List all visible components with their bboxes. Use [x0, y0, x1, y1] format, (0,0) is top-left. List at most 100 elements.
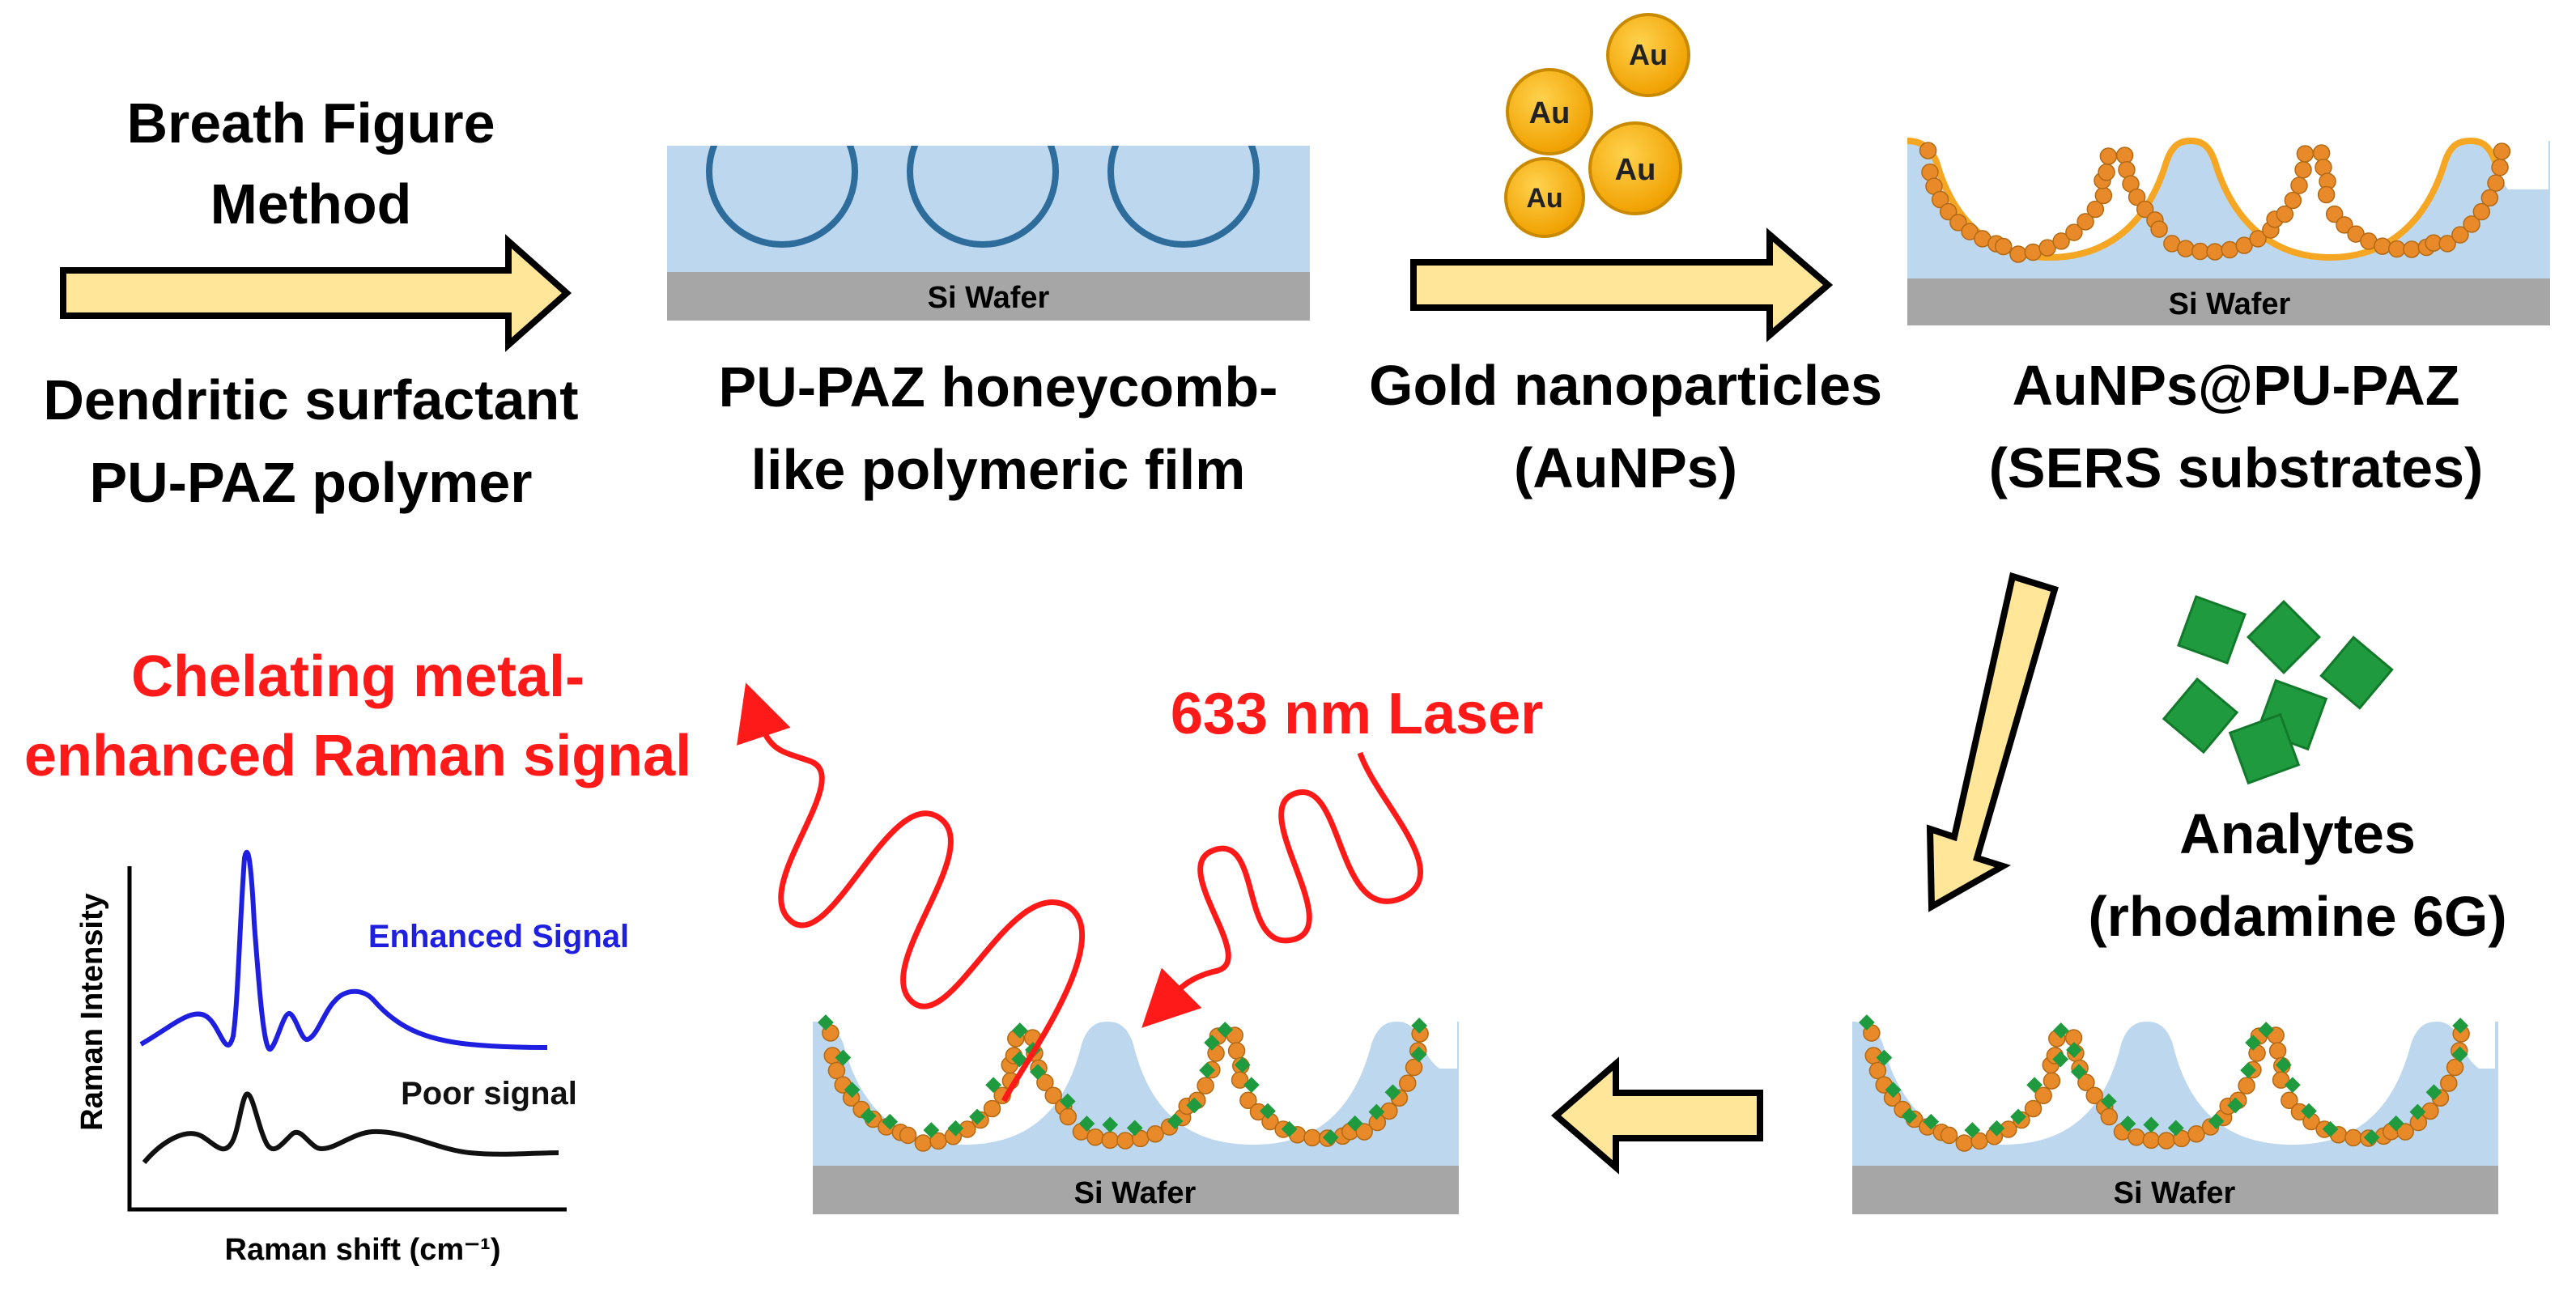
- gold-nanoparticle-dot: [2235, 236, 2253, 254]
- poor-signal-curve: [142, 1091, 559, 1164]
- gold-nanoparticle-dot: [2142, 1131, 2160, 1150]
- gold-nanoparticle-dot: [2024, 1099, 2043, 1118]
- analyte-molecule: [2228, 712, 2301, 785]
- au-label: Au: [1529, 96, 1571, 130]
- gold-nanoparticle-dot: [2290, 176, 2308, 194]
- film-caption-line1: PU-PAZ honeycomb-: [719, 355, 1278, 419]
- substrate-film: [813, 1022, 1459, 1166]
- incident-laser-wave: [1141, 751, 1423, 1028]
- analyte-dot: [860, 1107, 877, 1124]
- gold-nanoparticle-dot: [2128, 188, 2146, 206]
- gold-nanoparticle-dot: [1231, 1071, 1249, 1089]
- gold-nanoparticle: Au: [1588, 121, 1682, 215]
- gold-nanoparticle-dot: [1036, 1073, 1054, 1091]
- analyte-dot: [1011, 1022, 1028, 1039]
- poor-signal-label: Poor signal: [401, 1076, 577, 1111]
- analyte-dot: [844, 1082, 861, 1099]
- gold-nanoparticle-dot: [1059, 1107, 1078, 1126]
- enhanced-signal-curve: [139, 849, 548, 1052]
- gold-nanoparticle-dot: [2451, 226, 2469, 244]
- gold-nanoparticle-dot: [2317, 185, 2336, 204]
- analyte-layer: [817, 1014, 1428, 1145]
- gold-nanoparticle-dot: [2249, 230, 2267, 248]
- gold-caption-line1: Gold nanoparticles: [1369, 354, 1882, 417]
- substrate-film: [1852, 1022, 2498, 1166]
- gold-nanoparticle-dot: [2440, 1074, 2458, 1092]
- analyte-layer: [1858, 1014, 2469, 1145]
- analyte-dot: [2071, 1064, 2087, 1081]
- gold-nanoparticle-dot: [2043, 1072, 2061, 1090]
- gold-nanoparticle-dot: [2276, 205, 2294, 223]
- analyte-dot: [1384, 1084, 1401, 1101]
- analyte-dot: [1988, 1120, 2005, 1137]
- gold-nanoparticle-dot: [1146, 1124, 1164, 1143]
- au-label: Au: [1526, 183, 1562, 214]
- analyte-dot: [1204, 1035, 1220, 1051]
- gold-nanoparticle-dot: [1931, 190, 1949, 209]
- analyte-dot: [2409, 1103, 2426, 1120]
- signal-caption-line2: enhanced Raman signal: [24, 724, 691, 788]
- gold-nanoparticle: Au: [1504, 157, 1585, 238]
- gold-nanoparticle-dot: [1994, 237, 2013, 256]
- gold-caption-line2: (AuNPs): [1514, 436, 1737, 499]
- polymer-film: [667, 146, 1310, 272]
- gold-nanoparticle-dot: [2177, 240, 2195, 257]
- gold-nanoparticle-dot: [1239, 1091, 1257, 1109]
- analyte-dot: [1186, 1097, 1203, 1114]
- method-title-line2: Method: [210, 172, 412, 236]
- gold-nanoparticle-dot: [2487, 174, 2505, 192]
- analytes-caption-line2: (rhodamine 6G): [2088, 885, 2506, 948]
- gold-nanoparticle-dot: [2325, 205, 2344, 223]
- gold-nanoparticle-dot: [1940, 1126, 1958, 1145]
- gold-nanoparticle-dot: [1197, 1077, 1214, 1094]
- loaded-substrate-group: Si Wafer: [1852, 1014, 2498, 1214]
- analyte-dot: [2100, 1093, 2117, 1110]
- analyte-dot: [2026, 1077, 2043, 1094]
- gold-nanoparticle-dot: [2463, 215, 2480, 233]
- gold-nanoparticle-dot: [2052, 232, 2070, 250]
- signal-caption-line1: Chelating metal-: [131, 644, 584, 709]
- au-label: Au: [1629, 38, 1668, 71]
- analyte-molecule: [2247, 600, 2321, 674]
- analyte-dot: [1368, 1103, 1385, 1120]
- process-arrow-2: [1410, 227, 1834, 342]
- gold-nanoparticle-dot: [2284, 191, 2302, 210]
- gold-nanoparticle-dot: [2099, 147, 2118, 165]
- analyte-dot: [1901, 1107, 1918, 1124]
- honeycomb-film-group: Si Wafer PU-PAZ honeycomb- like polymeri…: [667, 146, 1310, 501]
- gold-nanoparticle-dot: [2034, 1086, 2052, 1104]
- gold-nanoparticle-dot: [2336, 216, 2353, 234]
- gold-nanoparticle-dot: [2086, 200, 2105, 219]
- gold-nanoparticle-dot: [1399, 1074, 1417, 1092]
- gold-nanoparticle-dot: [2472, 202, 2491, 221]
- pore-ring: [706, 146, 858, 248]
- si-wafer: [667, 272, 1310, 321]
- gold-nanoparticle-dot: [2268, 1042, 2287, 1060]
- nanoparticle-layer: [1919, 142, 2511, 263]
- analyte-dot: [1281, 1120, 1298, 1137]
- analyte-dot: [2119, 1116, 2136, 1132]
- analyte-dot: [1030, 1064, 1046, 1081]
- analyte-dot: [1260, 1103, 1276, 1120]
- gold-nanoparticle-dot: [914, 1134, 933, 1152]
- gold-nanoparticle-dot: [1303, 1128, 1321, 1147]
- wafer-label: Si Wafer: [1074, 1176, 1197, 1210]
- analyte-dot: [817, 1014, 834, 1031]
- gold-nanoparticle-dot: [1939, 202, 1958, 221]
- gold-nanoparticle-dot: [1955, 1134, 1974, 1152]
- analyte-dot: [2363, 1129, 2380, 1145]
- gold-nanoparticle-dot: [2438, 235, 2456, 253]
- enhanced-signal-label: Enhanced Signal: [368, 919, 629, 954]
- polymer-caption-line1: Dendritic surfactant: [43, 368, 578, 431]
- analyte-dot: [835, 1049, 852, 1066]
- analyte-dot: [2387, 1115, 2404, 1132]
- analyte-dot: [2258, 1022, 2275, 1038]
- analyte-dot: [2301, 1103, 2317, 1120]
- analyte-dot: [1858, 1014, 1875, 1031]
- pore-ring: [1107, 146, 1260, 248]
- gold-nanoparticle-dot: [1116, 1132, 1134, 1150]
- gold-nanoparticle-dot: [2150, 220, 2168, 238]
- gold-nanoparticle: Au: [1506, 68, 1593, 155]
- gold-nanoparticle-dot: [2094, 186, 2113, 205]
- analyte-dot: [1078, 1116, 1095, 1132]
